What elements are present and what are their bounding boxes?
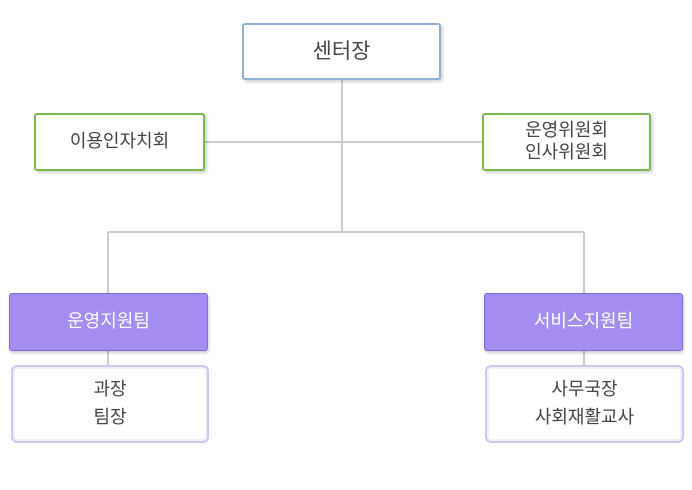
node-service-support-team-label: 서비스지원팀: [533, 310, 634, 332]
node-center-director: 센터장: [242, 23, 441, 80]
node-operating-committee-label: 운영위원회: [525, 120, 608, 142]
node-service-support-team: 서비스지원팀: [484, 293, 683, 351]
staff-social-rehab-teacher-label: 사회재활교사: [534, 407, 635, 428]
node-operations-support-team: 운영지원팀: [9, 293, 208, 351]
staff-manager-label: 과장: [93, 379, 127, 401]
node-service-staff: 사무국장 사회재활교사: [485, 365, 684, 443]
node-residents-council: 이용인자치회: [34, 113, 205, 171]
node-operations-support-team-label: 운영지원팀: [67, 310, 150, 332]
staff-secretary-general-label: 사무국장: [551, 379, 618, 401]
node-center-director-label: 센터장: [312, 39, 371, 64]
node-operations-staff: 과장 팀장: [11, 365, 209, 443]
staff-team-leader-label: 팀장: [93, 407, 127, 428]
node-personnel-committee-label: 인사위원회: [525, 142, 608, 163]
node-residents-council-label: 이용인자치회: [69, 130, 170, 152]
node-committees: 운영위원회 인사위원회: [482, 113, 651, 171]
